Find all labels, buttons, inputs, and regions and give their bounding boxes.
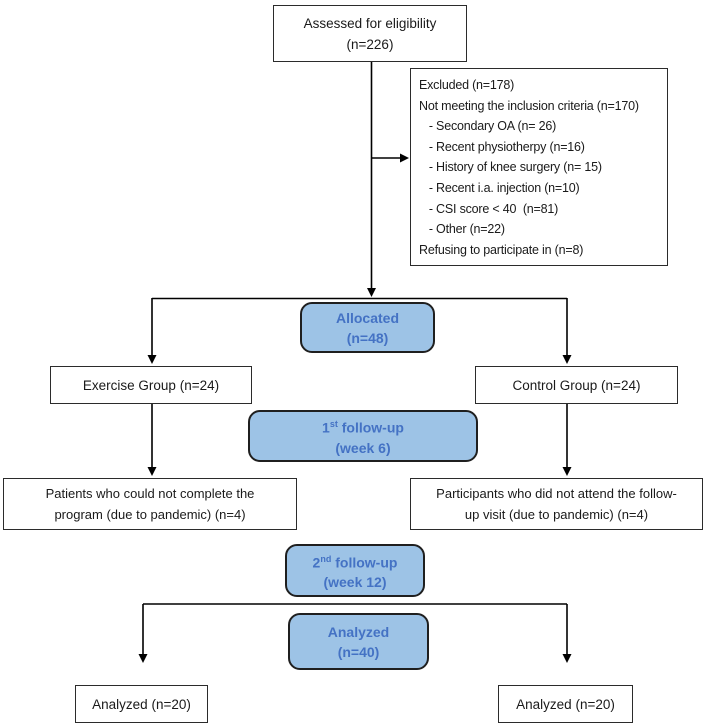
dropout-exercise-box: Patients who could not complete the prog…: [3, 478, 297, 530]
connector-to-exercise-group: [147, 298, 157, 364]
excluded-line: - Other (n=22): [419, 222, 505, 237]
assessed-count: (n=226): [346, 36, 394, 52]
excluded-line: Refusing to participate in (n=8): [419, 242, 584, 257]
analyzed-control-box: Analyzed (n=20): [498, 685, 633, 723]
excluded-line: - CSI score < 40 (n=81): [419, 201, 559, 216]
first-followup-number: 1: [322, 419, 330, 436]
first-followup-box: 1st follow-up (week 6): [248, 410, 478, 462]
exercise-group-label: Exercise Group (n=24): [82, 377, 220, 393]
connector-control-to-dropout: [562, 404, 572, 476]
first-followup-label: follow-up: [337, 419, 404, 436]
analyzed-total-box: Analyzed (n=40): [288, 613, 429, 670]
second-followup-box: 2nd follow-up (week 12): [285, 544, 425, 597]
allocated-line: Allocated: [335, 309, 399, 326]
second-followup-label: follow-up: [331, 554, 398, 571]
second-followup-ordinal: nd: [320, 553, 332, 564]
connector-to-analyzed-exercise: [138, 604, 148, 663]
second-followup-title: 2nd follow-up: [313, 549, 398, 573]
second-followup-week: (week 12): [323, 574, 387, 591]
control-group-box: Control Group (n=24): [475, 366, 678, 404]
excluded-line: Excluded (n=178): [419, 78, 515, 92]
excluded-line: - Recent physiotherpy (n=16): [419, 139, 585, 154]
first-followup-week: (week 6): [335, 439, 391, 456]
assessed-eligibility-box: Assessed for eligibility (n=226): [273, 5, 467, 62]
first-followup-title: 1st follow-up: [322, 414, 404, 438]
dropout-control-box: Participants who did not attend the foll…: [410, 478, 703, 530]
dropout-control-line: up visit (due to pandemic) (n=4): [464, 507, 649, 522]
connector-assessed-to-allocation: [367, 62, 376, 297]
excluded-line: Not meeting the inclusion criteria (n=17…: [419, 98, 639, 113]
dropout-exercise-line: Patients who could not complete the: [45, 486, 255, 501]
analyzed-exercise-label: Analyzed (n=20): [92, 696, 191, 712]
exercise-group-box: Exercise Group (n=24): [50, 366, 252, 404]
connector-to-analyzed-control: [562, 604, 572, 663]
allocated-box: Allocated (n=48): [300, 302, 435, 353]
second-followup-number: 2: [312, 554, 321, 571]
analyzed-exercise-box: Analyzed (n=20): [75, 685, 208, 723]
dropout-control-line: Participants who did not attend the foll…: [436, 486, 677, 501]
analyzed-control-label: Analyzed (n=20): [516, 696, 615, 712]
connector-to-control-group: [562, 298, 572, 364]
excluded-line: - History of knee surgery (n= 15): [419, 160, 602, 175]
analyzed-total-line: Analyzed: [327, 623, 390, 640]
excluded-box: Excluded (n=178) Not meeting the inclusi…: [410, 68, 668, 266]
connector-to-excluded: [371, 153, 409, 163]
dropout-exercise-line: program (due to pandemic) (n=4): [54, 507, 246, 522]
assessed-line: Assessed for eligibility: [303, 15, 437, 31]
excluded-line: - Recent i.a. injection (n=10): [419, 180, 580, 195]
analyzed-total-count: (n=40): [337, 643, 380, 660]
allocated-count: (n=48): [346, 329, 389, 346]
first-followup-ordinal: st: [329, 419, 338, 430]
excluded-line: - Secondary OA (n= 26): [419, 119, 557, 134]
control-group-label: Control Group (n=24): [512, 377, 641, 393]
connector-exercise-to-dropout: [147, 404, 157, 476]
